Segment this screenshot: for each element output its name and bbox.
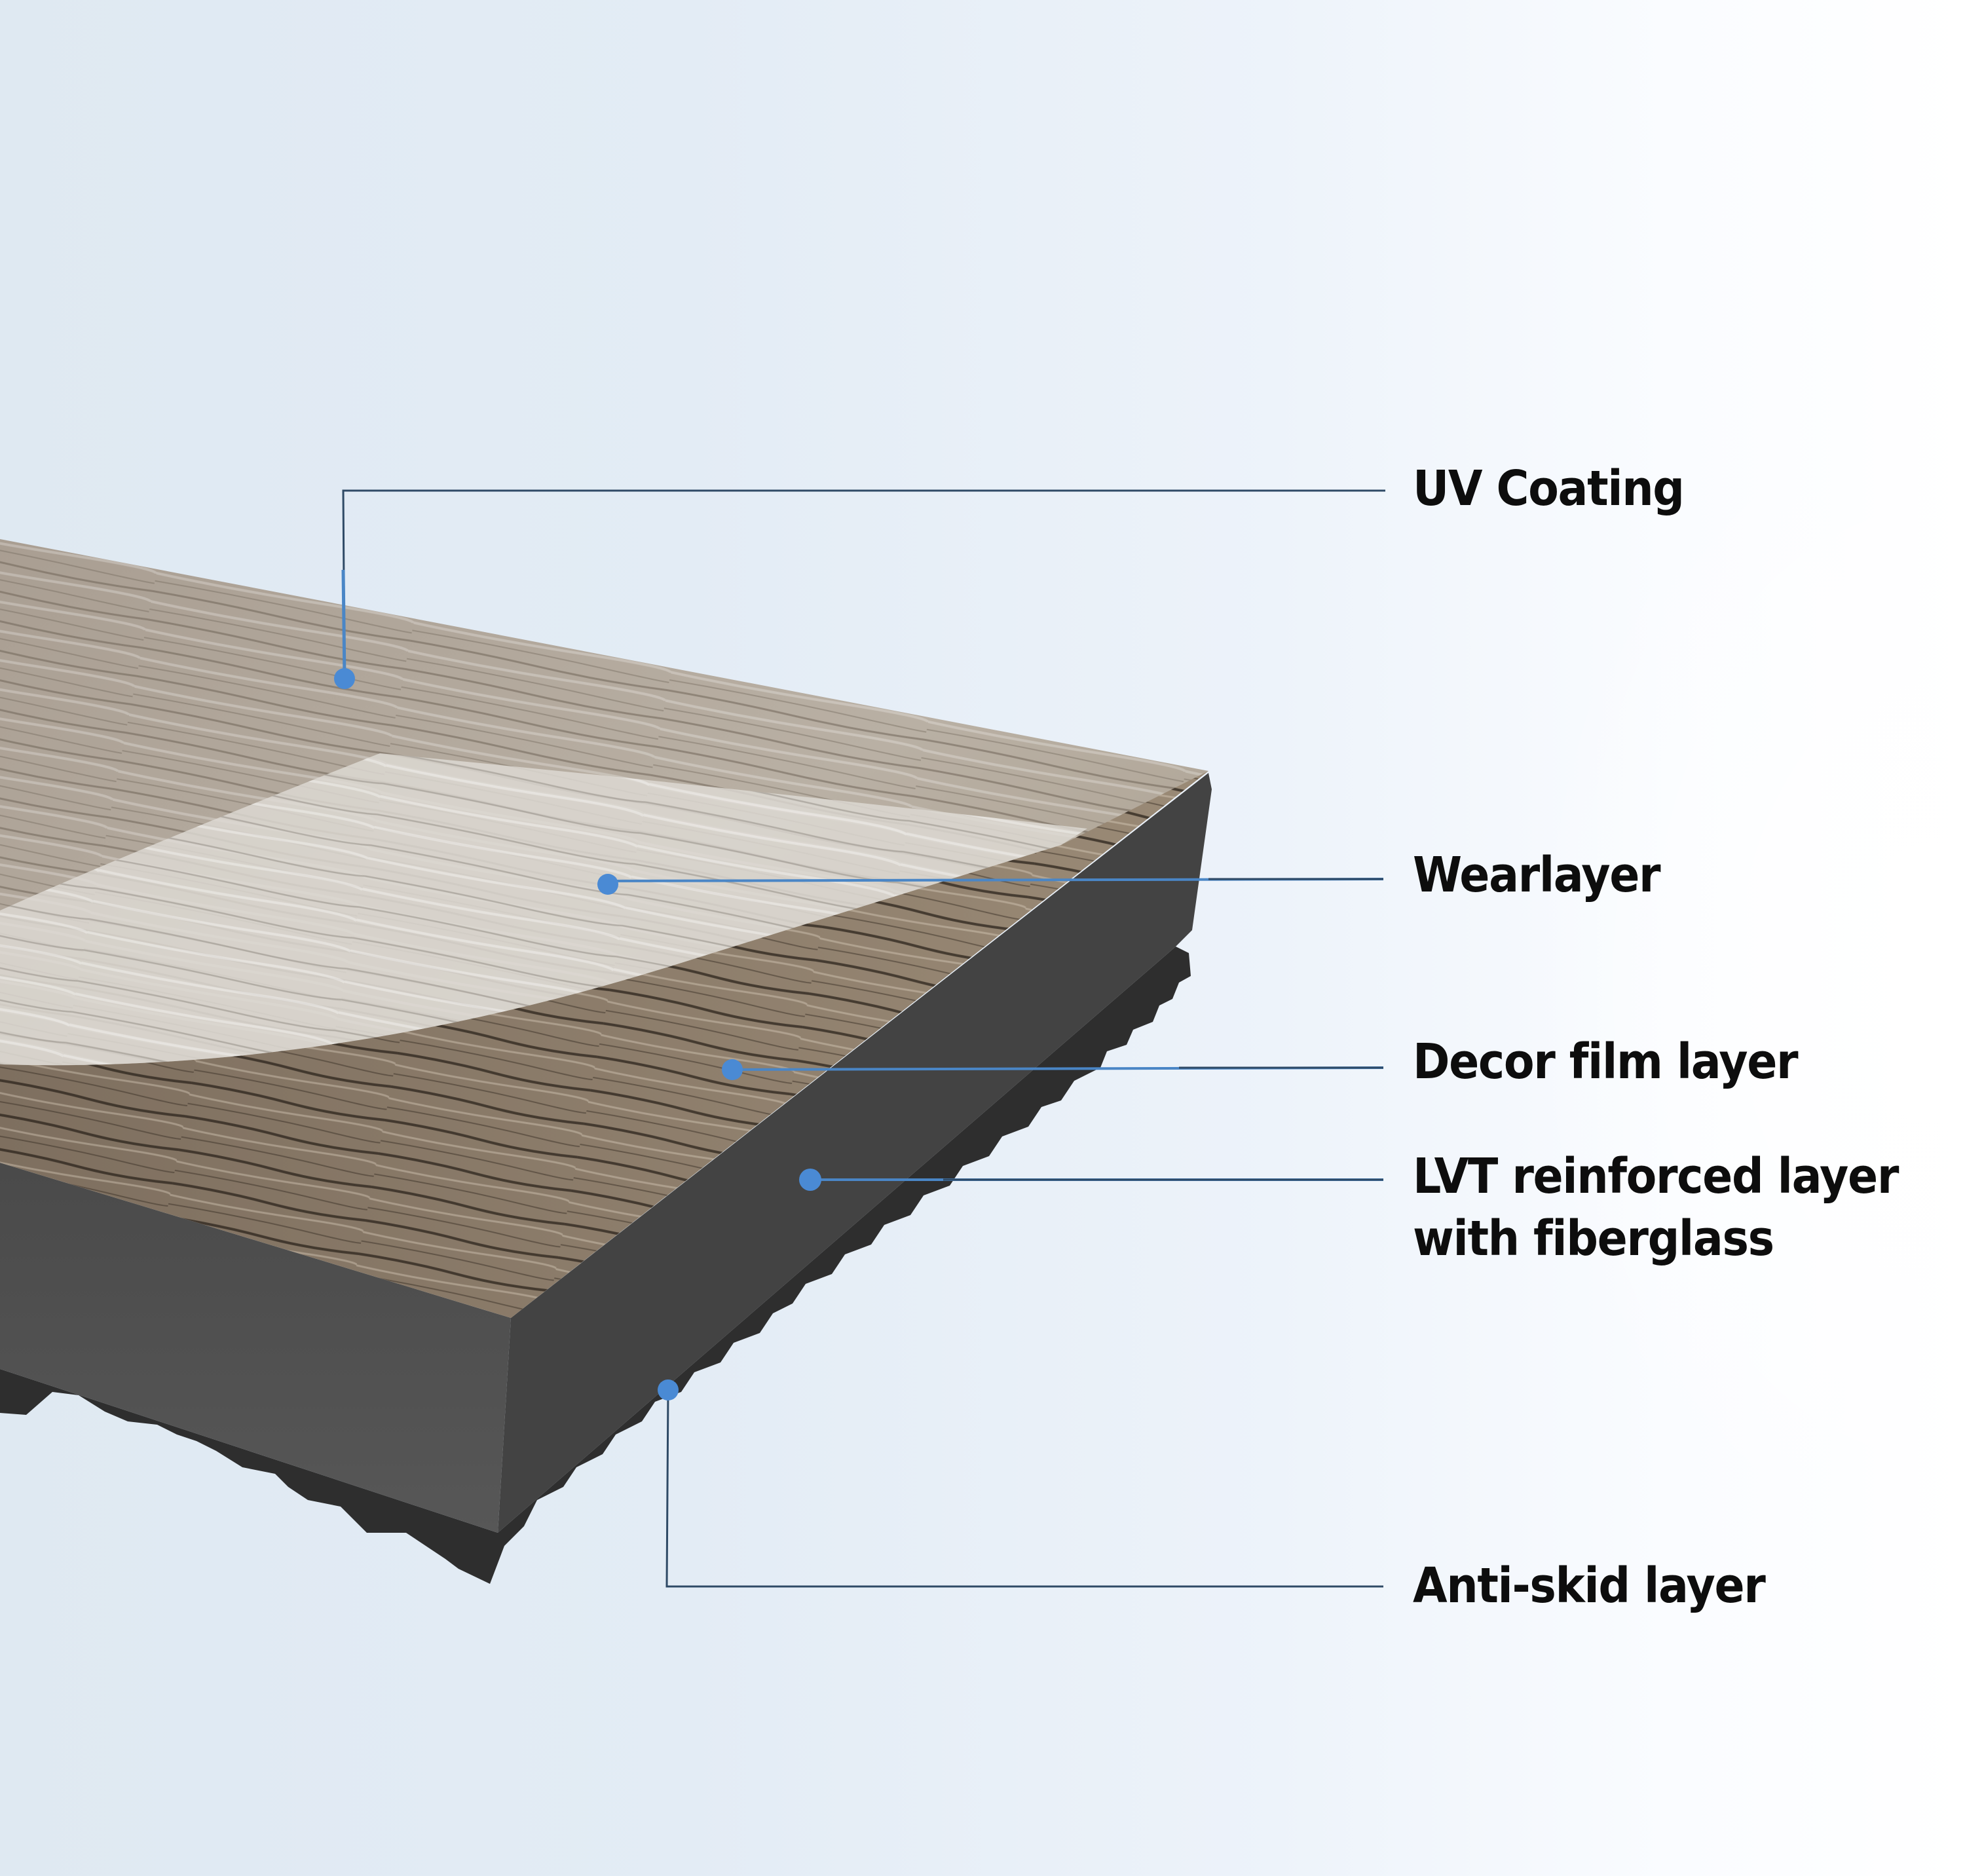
uv-coating-dot-icon [334,668,355,689]
core-side-face [498,773,1212,1533]
label-anti-skid-layer: Anti-skid layer [1413,1558,1766,1614]
decor-film-dot-icon [722,1059,743,1080]
wearlayer-dot-icon [597,874,618,895]
label-lvt-reinforced-line2: with fiberglass [1413,1210,1774,1267]
label-decor-film-layer: Decor film layer [1413,1034,1799,1090]
label-wearlayer: Wearlayer [1413,847,1661,903]
label-uv-coating: UV Coating [1413,460,1685,517]
lvt-core-dot-icon [799,1169,821,1191]
anti-skid-layer-shape [0,947,1191,1584]
core-front-face [0,1163,511,1533]
anti-skid-leader [665,1389,1383,1588]
label-lvt-reinforced-line1: LVT reinforced layer [1413,1148,1899,1205]
anti-skid-dot-icon [658,1379,679,1400]
leader-lines [341,489,1385,1588]
marker-dots [334,668,821,1400]
